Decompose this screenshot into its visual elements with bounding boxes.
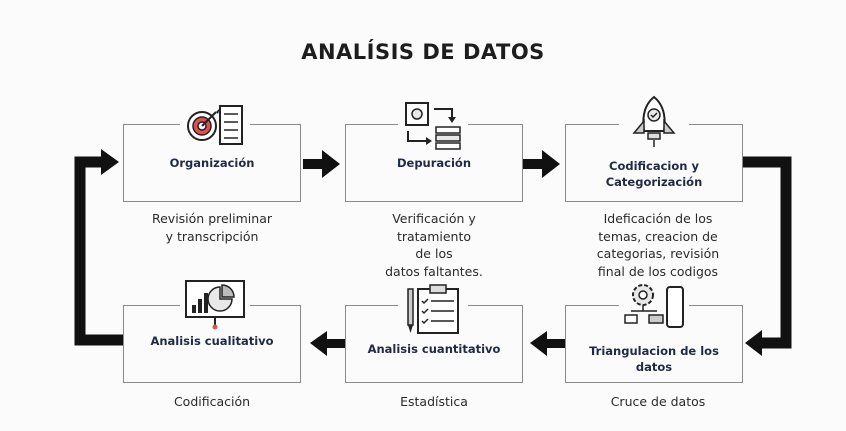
step-label: Organización [166,154,258,172]
step-description-organizacion: Revisión preliminar y transcripción [151,211,273,244]
step-description-triangulacion: Cruce de datos [610,394,706,409]
rocket-icon [619,92,689,150]
clipboard-checklist-icon [398,280,468,338]
gear-flowchart-icon [619,276,689,334]
step-label: Triangulacion de los datos [586,342,722,376]
arrow-cualitativo-organizacion [74,149,123,346]
step-label: Analisis cualitativo [147,332,277,350]
step-label: Depuración [393,154,475,172]
step-description-depuracion: Verificación y tratamiento de los datos … [385,211,483,279]
step-triangulacion: Triangulacion de los datos [565,305,743,383]
data-process-icon [398,96,468,154]
step-label: Analisis cuantitativo [364,340,504,358]
arrow-triangulacion-cuantitativo [530,331,565,356]
step-description-codificacion: Ideficación de los temas, creacion de ca… [596,211,720,279]
step-label: Codificacion y Categorización [602,157,706,191]
target-checklist-icon [180,96,250,154]
arrow-organizacion-depuracion [303,150,340,178]
step-description-cuantitativo: Estadística [400,394,468,409]
arrow-codificacion-triangulacion [743,156,792,356]
presentation-chart-icon [180,276,250,334]
arrow-depuracion-codificacion [523,150,560,178]
diagram-title: ANALÍSIS DE DATOS [301,40,545,64]
arrow-cuantitativo-cualitativo [310,331,345,356]
step-description-cualitativo: Codificación [173,394,251,409]
